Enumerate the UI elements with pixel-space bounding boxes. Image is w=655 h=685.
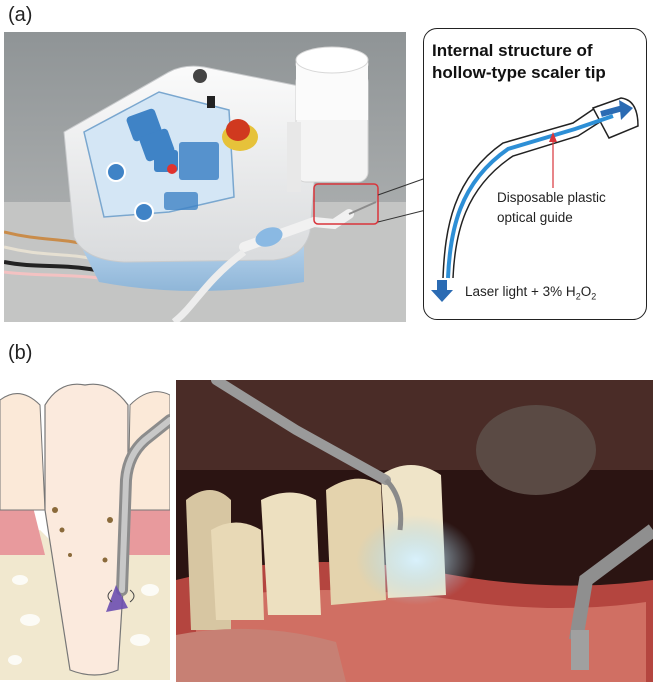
panel-label-a: (a) [8,4,33,26]
tooth-illustration [0,380,170,680]
laser-arrow-icon [431,290,453,302]
callout-title-line1: Internal structure of [432,41,593,60]
guide-label-line2: optical guide [497,210,573,225]
device-photo [4,32,406,322]
optical-guide-label: Disposable plastic optical guide [497,188,637,228]
laser-label-sub1: 2 [575,291,581,302]
callout-title: Internal structure of hollow-type scaler… [432,40,632,84]
callout-title-line2: hollow-type scaler tip [432,63,606,82]
laser-label-prefix: Laser light + 3% H [465,284,576,299]
handpiece-end [591,97,639,139]
highlight-box [313,183,379,225]
optical-guide-line [446,114,614,279]
laser-label: Laser light + 3% H2O2 [465,284,635,302]
clinical-photo-illustration [176,380,653,682]
laser-label-sub2: 2 [591,291,597,302]
callout-connector [377,177,427,223]
scaler-tip-callout [423,28,647,320]
device-photo-illustration [4,32,406,322]
laser-label-mid: O [580,284,592,299]
clinical-photo [176,380,653,682]
guide-label-line1: Disposable plastic [497,190,606,205]
scaler-tip-diagram [431,97,639,302]
panel-label-b: (b) [8,342,33,364]
guide-arrow-icon [619,100,633,120]
